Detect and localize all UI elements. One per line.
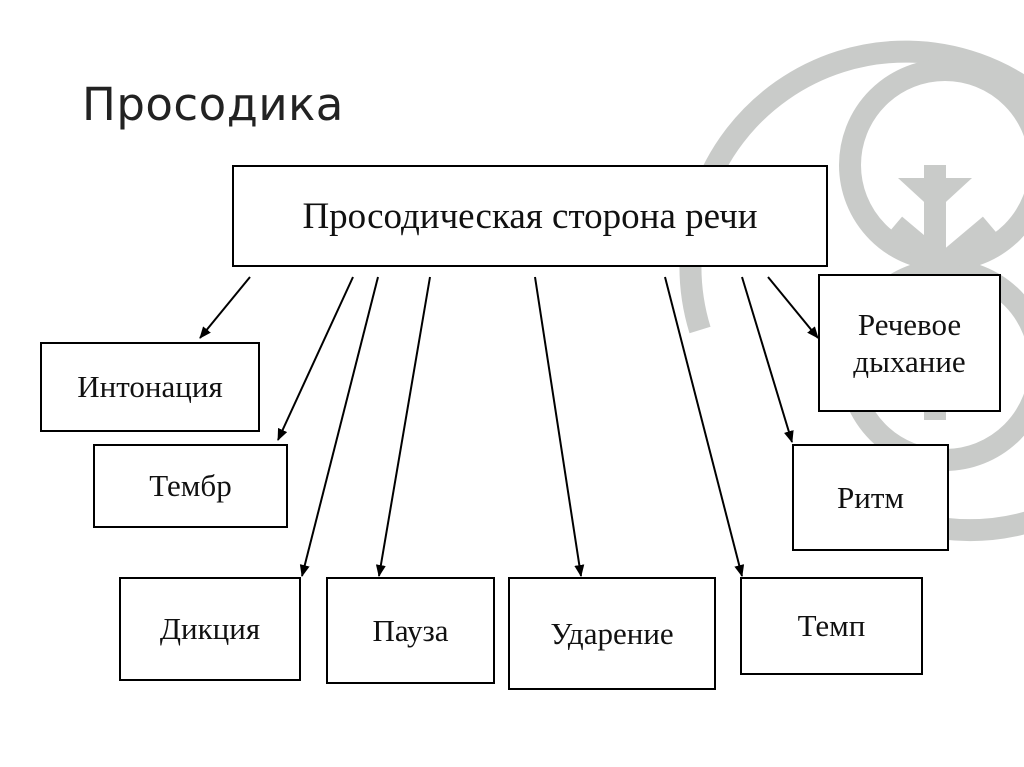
node-pause-label: Пауза (372, 612, 449, 648)
arrow-breathing (767, 276, 819, 339)
arrow-stress (534, 276, 585, 577)
arrow-timbre (277, 276, 354, 441)
node-rhythm: Ритм (792, 444, 949, 551)
node-rhythm-label: Ритм (837, 479, 904, 515)
arrow-intonation (199, 276, 251, 339)
arrow-tempo (664, 276, 745, 577)
arrow-diction (299, 276, 379, 577)
arrow-rhythm (741, 276, 794, 443)
node-intonation-label: Интонация (77, 369, 223, 405)
node-stress: Ударение (508, 577, 716, 690)
node-pause: Пауза (326, 577, 495, 684)
node-intonation: Интонация (40, 342, 260, 432)
node-breathing-label: Речевое дыхание (853, 306, 966, 379)
root-node-label: Просодическая сторона речи (302, 195, 758, 237)
node-diction-label: Дикция (159, 611, 261, 647)
node-timbre: Тембр (93, 444, 288, 528)
node-stress-label: Ударение (550, 615, 674, 651)
arrow-pause (375, 276, 431, 577)
node-breathing: Речевое дыхание (818, 274, 1001, 412)
node-timbre-label: Тембр (149, 468, 232, 504)
node-diction: Дикция (119, 577, 301, 681)
node-tempo-label: Темп (797, 608, 866, 644)
node-tempo: Темп (740, 577, 923, 675)
slide-title: Просодика (82, 78, 344, 131)
root-node: Просодическая сторона речи (232, 165, 828, 267)
